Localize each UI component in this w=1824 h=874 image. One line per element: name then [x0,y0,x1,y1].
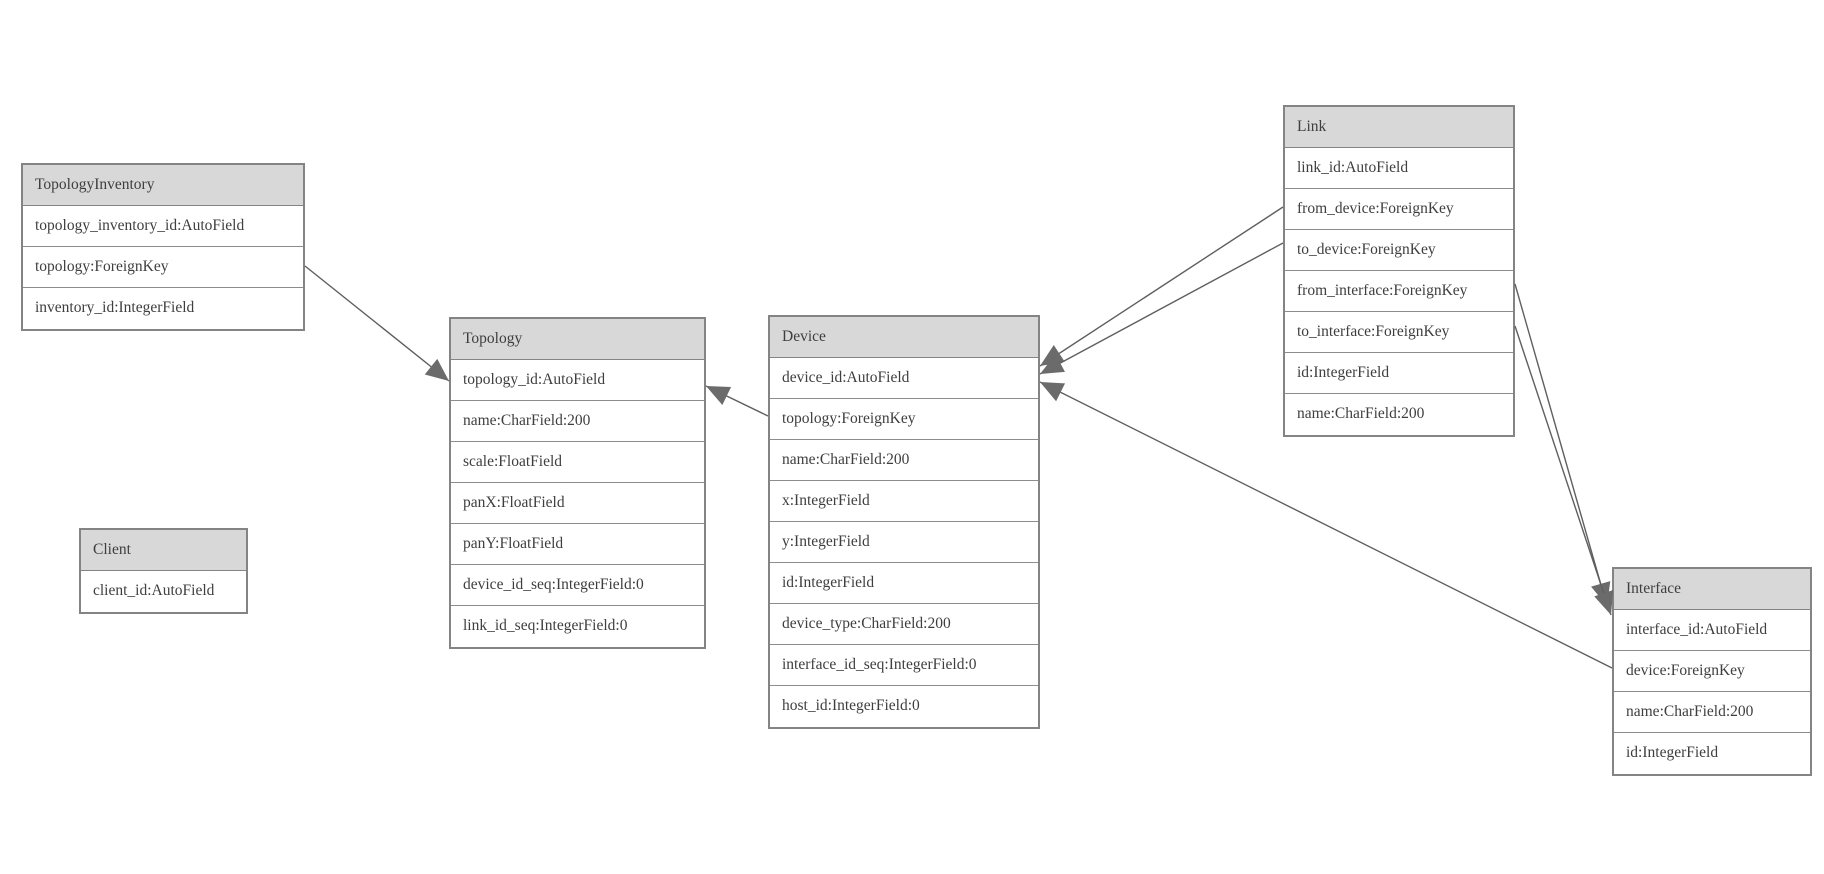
entity-field-row: topology_inventory_id:AutoField [23,206,303,247]
entity-field-row: client_id:AutoField [81,571,246,612]
entity-field-row: name:CharField:200 [1285,394,1513,435]
entity-field-row: to_interface:ForeignKey [1285,312,1513,353]
entity-title-interface: Interface [1614,569,1810,610]
entity-field-row: x:IntegerField [770,481,1038,522]
entity-title-topology: Topology [451,319,704,360]
edge-line-topologyinventory-topology [304,265,450,382]
entity-field-row: scale:FloatField [451,442,704,483]
entity-field-row: name:CharField:200 [770,440,1038,481]
entity-field-row: interface_id:AutoField [1614,610,1810,651]
entity-title-device: Device [770,317,1038,358]
edge-line-link-todevice-device [1039,242,1284,375]
entity-field-row: id:IntegerField [770,563,1038,604]
arrowhead-icon-device-topology [706,386,732,406]
entity-field-row: from_device:ForeignKey [1285,189,1513,230]
entity-field-row: interface_id_seq:IntegerField:0 [770,645,1038,686]
entity-field-row: panY:FloatField [451,524,704,565]
entity-field-row: panX:FloatField [451,483,704,524]
entity-field-row: name:CharField:200 [451,401,704,442]
entity-field-row: name:CharField:200 [1614,692,1810,733]
arrowhead-icon-link-todevice-device [1040,354,1065,374]
entity-field-row: device:ForeignKey [1614,651,1810,692]
entity-field-row: id:IntegerField [1285,353,1513,394]
entity-field-row: topology_id:AutoField [451,360,704,401]
entity-field-row: id:IntegerField [1614,733,1810,774]
entity-title-link: Link [1285,107,1513,148]
entity-field-row: y:IntegerField [770,522,1038,563]
entity-field-row: device_type:CharField:200 [770,604,1038,645]
arrowhead-icon-topologyinventory-topology [424,358,449,381]
arrowhead-icon-link-fromdevice-device [1040,345,1065,366]
entity-field-row: topology:ForeignKey [770,399,1038,440]
entity-field-row: from_interface:ForeignKey [1285,271,1513,312]
arrowhead-icon-interface-device [1040,382,1066,402]
edge-line-link-tointerface-interface [1514,325,1612,616]
entity-field-row: inventory_id:IntegerField [23,288,303,329]
entity-title-topology-inventory: TopologyInventory [23,165,303,206]
entity-field-row: link_id:AutoField [1285,148,1513,189]
edge-line-link-fromdevice-device [1039,206,1284,367]
arrowhead-icon-link-tointerface-interface [1594,590,1614,615]
edge-line-link-frominterface-interface [1514,283,1608,607]
entity-field-row: to_device:ForeignKey [1285,230,1513,271]
entity-field-row: device_id:AutoField [770,358,1038,399]
entity-title-client: Client [81,530,246,571]
entity-field-row: topology:ForeignKey [23,247,303,288]
arrowhead-icon-link-frominterface-interface [1591,581,1611,606]
entity-field-row: device_id_seq:IntegerField:0 [451,565,704,606]
entity-field-row: host_id:IntegerField:0 [770,686,1038,727]
edge-line-device-topology [705,385,769,417]
entity-field-row: link_id_seq:IntegerField:0 [451,606,704,647]
